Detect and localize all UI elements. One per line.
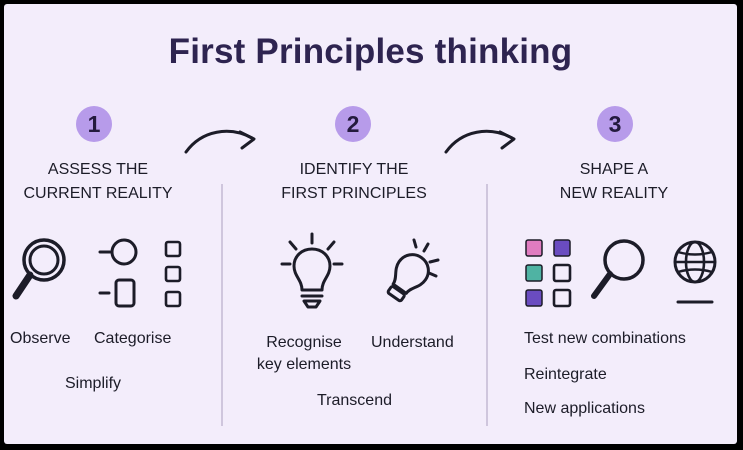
label-transcend: Transcend bbox=[317, 392, 392, 409]
globe-icon bbox=[673, 240, 717, 304]
search-icon bbox=[591, 239, 645, 299]
label-categorise: Categorise bbox=[94, 330, 172, 347]
column-divider-2 bbox=[486, 184, 488, 426]
page-title: First Principles thinking bbox=[168, 32, 573, 71]
categorise-icon bbox=[98, 238, 138, 308]
diagram-canvas: First Principles thinking 1 ASSESS THE C… bbox=[4, 4, 737, 444]
label-observe: Observe bbox=[10, 330, 71, 347]
step-3-heading: SHAPE A NEW REALITY bbox=[559, 161, 669, 202]
label-understand: Understand bbox=[371, 334, 454, 351]
label-simplify: Simplify bbox=[65, 375, 122, 392]
step-1-heading: ASSESS THE CURRENT REALITY bbox=[23, 161, 173, 202]
arrow-icon-step1-to-step2 bbox=[184, 129, 256, 154]
checklist-icon bbox=[164, 240, 182, 308]
label-recognise-key-elements: Recognise key elements bbox=[256, 334, 352, 373]
arrow-icon-step2-to-step3 bbox=[444, 129, 516, 154]
step-2-heading: IDENTIFY THE FIRST PRINCIPLES bbox=[281, 161, 427, 202]
step-2-badge: 2 bbox=[335, 106, 371, 142]
label-reintegrate: Reintegrate bbox=[524, 366, 607, 383]
label-test-new-combinations: Test new combinations bbox=[524, 330, 686, 347]
lightbulb-icon bbox=[280, 232, 344, 309]
label-new-applications: New applications bbox=[524, 400, 645, 417]
combination-grid-icon bbox=[525, 239, 572, 308]
magnifier-icon bbox=[12, 238, 66, 300]
step-3-badge: 3 bbox=[597, 106, 633, 142]
lit-lightbulb-icon bbox=[386, 238, 440, 303]
step-1-badge: 1 bbox=[76, 106, 112, 142]
column-divider-1 bbox=[221, 184, 223, 426]
